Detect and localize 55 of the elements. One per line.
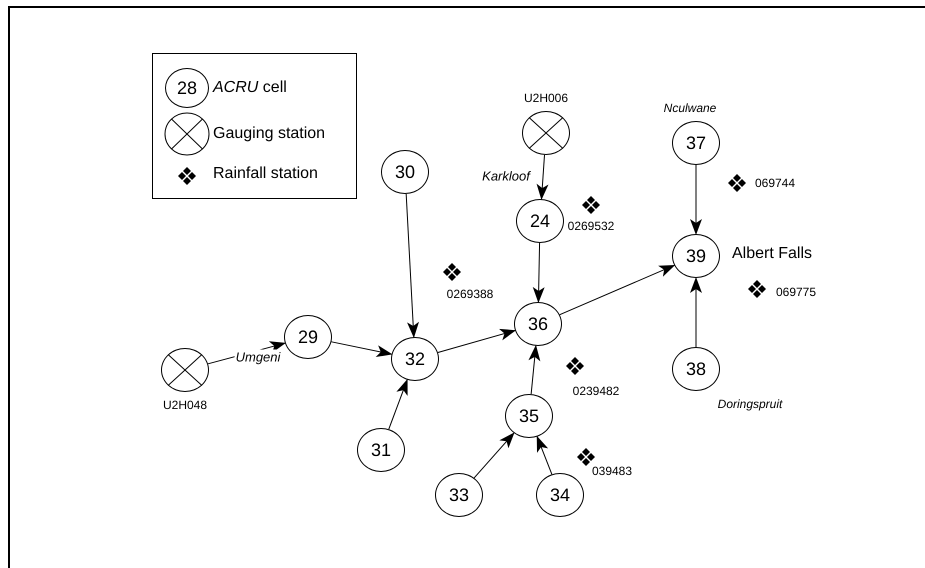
arrow (388, 378, 408, 430)
cell-circle (516, 199, 564, 243)
river-name: Karkloof (481, 168, 531, 184)
river-name: Doringspruit (718, 397, 782, 411)
cell-circle (505, 394, 553, 438)
arrow (437, 328, 516, 353)
cell-number: 38 (686, 360, 706, 378)
gauging-station-symbol (522, 111, 570, 155)
cell-number: 31 (370, 441, 392, 459)
arrow (559, 264, 676, 316)
cell-number: 34 (550, 486, 570, 504)
legend-text: Gauging station (213, 125, 326, 143)
arrow (330, 341, 393, 358)
arrow (474, 432, 515, 478)
cell-circle (536, 473, 584, 517)
legend-cell-sample: 28 (165, 68, 209, 108)
cell-circle (672, 234, 720, 278)
station-code: 069744 (754, 176, 796, 190)
cell-number: 32 (404, 350, 426, 368)
arrow (536, 154, 548, 200)
legend-text: ACRU cell (213, 79, 287, 97)
station-code: U2H006 (524, 91, 568, 105)
arrow (406, 193, 420, 338)
station-code: 0269388 (446, 287, 494, 301)
cell-number: 30 (394, 163, 416, 181)
station-code: 039483 (592, 464, 632, 478)
arrow (532, 242, 545, 303)
arrow (690, 277, 702, 348)
gauging-station-symbol (161, 348, 209, 392)
river-name: Umgeni (234, 350, 282, 364)
cell-circle (435, 473, 483, 517)
cell-number: 29 (298, 328, 318, 346)
cell-circle (391, 337, 439, 381)
cell-circle (381, 150, 429, 194)
cell-number: 35 (518, 407, 540, 425)
arrow (536, 436, 552, 475)
station-code: U2H048 (162, 398, 208, 412)
station-code: 0239482 (572, 384, 620, 398)
legend-text: Rainfall station (213, 165, 318, 183)
arrow (528, 344, 540, 395)
cell-circle (357, 428, 405, 472)
river-name: Nculwane (664, 101, 716, 115)
cell-number: 24 (530, 212, 550, 230)
cell-circle (514, 302, 562, 346)
cell-circle (672, 347, 720, 391)
cell-circle (672, 121, 720, 165)
cell-number: 36 (528, 315, 548, 333)
cell-number: 37 (686, 134, 706, 152)
station-code: 0269532 (568, 219, 614, 233)
cell-circle (284, 315, 332, 359)
cell-number: 39 (686, 247, 706, 265)
station-code: 069775 (776, 285, 816, 299)
cell-number: 33 (448, 486, 470, 504)
arrow (690, 164, 702, 235)
place-name: Albert Falls (732, 245, 812, 263)
